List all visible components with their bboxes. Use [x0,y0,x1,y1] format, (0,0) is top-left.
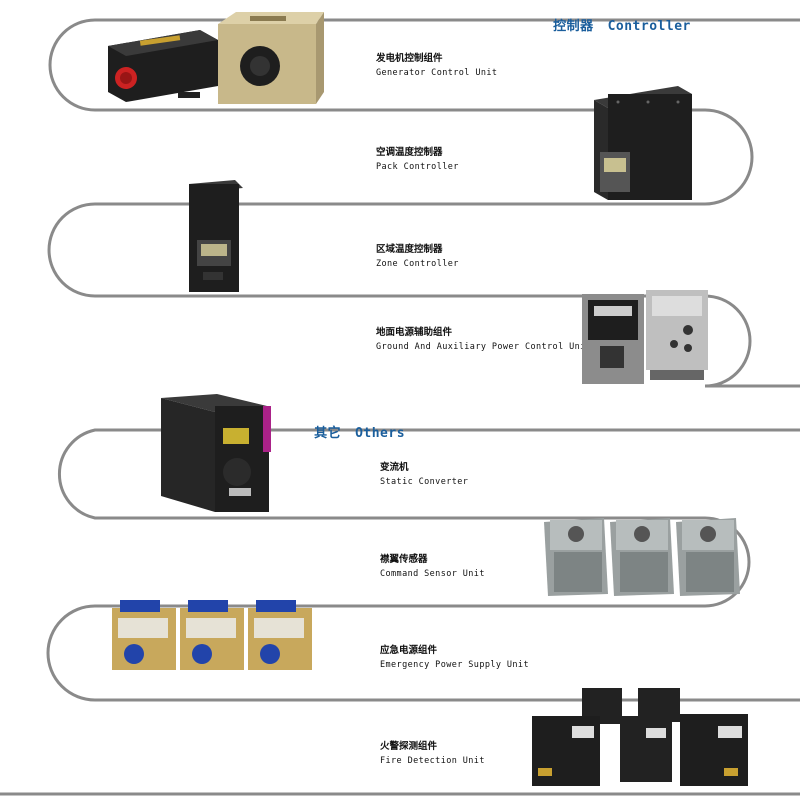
item-label-en: Ground And Auxiliary Power Control Unit [376,342,592,352]
product-image-command-sensor-unit [540,512,750,598]
section-title-zh: 其它 [314,426,342,441]
item-label-en: Static Converter [380,477,469,487]
product-image-fire-detection-unit [528,686,758,790]
product-image-emergency-power-supply-unit [110,596,320,676]
item-ground-auxiliary-power-control-unit: 地面电源辅助组件 Ground And Auxiliary Power Cont… [376,325,591,355]
item-label-zh: 区域温度控制器 [376,244,443,255]
section-title-others: 其它 Others [304,407,405,441]
item-label-zh: 空调温度控制器 [376,147,443,158]
item-label-zh: 火警探测组件 [380,741,438,752]
item-pack-controller: 空调温度控制器 Pack Controller [376,145,459,175]
section-title-controller: 控制器 Controller [543,0,691,34]
item-label-en: Fire Detection Unit [380,756,485,766]
item-label-en: Zone Controller [376,259,459,269]
item-label-zh: 变流机 [380,462,409,473]
item-generator-control-unit: 发电机控制组件 Generator Control Unit [376,51,497,81]
section-title-zh: 控制器 [553,19,594,34]
item-label-zh: 发电机控制组件 [376,53,443,64]
item-zone-controller: 区域温度控制器 Zone Controller [376,242,459,272]
item-label-en: Emergency Power Supply Unit [380,660,529,670]
product-image-zone-controller [185,178,247,294]
section-title-en: Controller [607,19,691,34]
product-image-pack-controller [588,82,696,204]
item-label-en: Command Sensor Unit [380,569,485,579]
item-command-sensor-unit: 襟翼传感器 Command Sensor Unit [380,552,485,582]
item-label-zh: 襟翼传感器 [380,554,428,565]
item-label-en: Generator Control Unit [376,68,498,78]
product-image-ground-auxiliary-power-control-unit [580,286,712,386]
item-static-converter: 变流机 Static Converter [380,460,468,490]
item-fire-detection-unit: 火警探测组件 Fire Detection Unit [380,739,485,769]
product-image-generator-control-unit [100,8,335,108]
item-emergency-power-supply-unit: 应急电源组件 Emergency Power Supply Unit [380,643,529,673]
item-label-zh: 应急电源组件 [380,645,438,656]
section-title-en: Others [355,426,406,441]
item-label-en: Pack Controller [376,162,459,172]
product-image-static-converter [157,392,279,516]
item-label-zh: 地面电源辅助组件 [376,327,453,338]
